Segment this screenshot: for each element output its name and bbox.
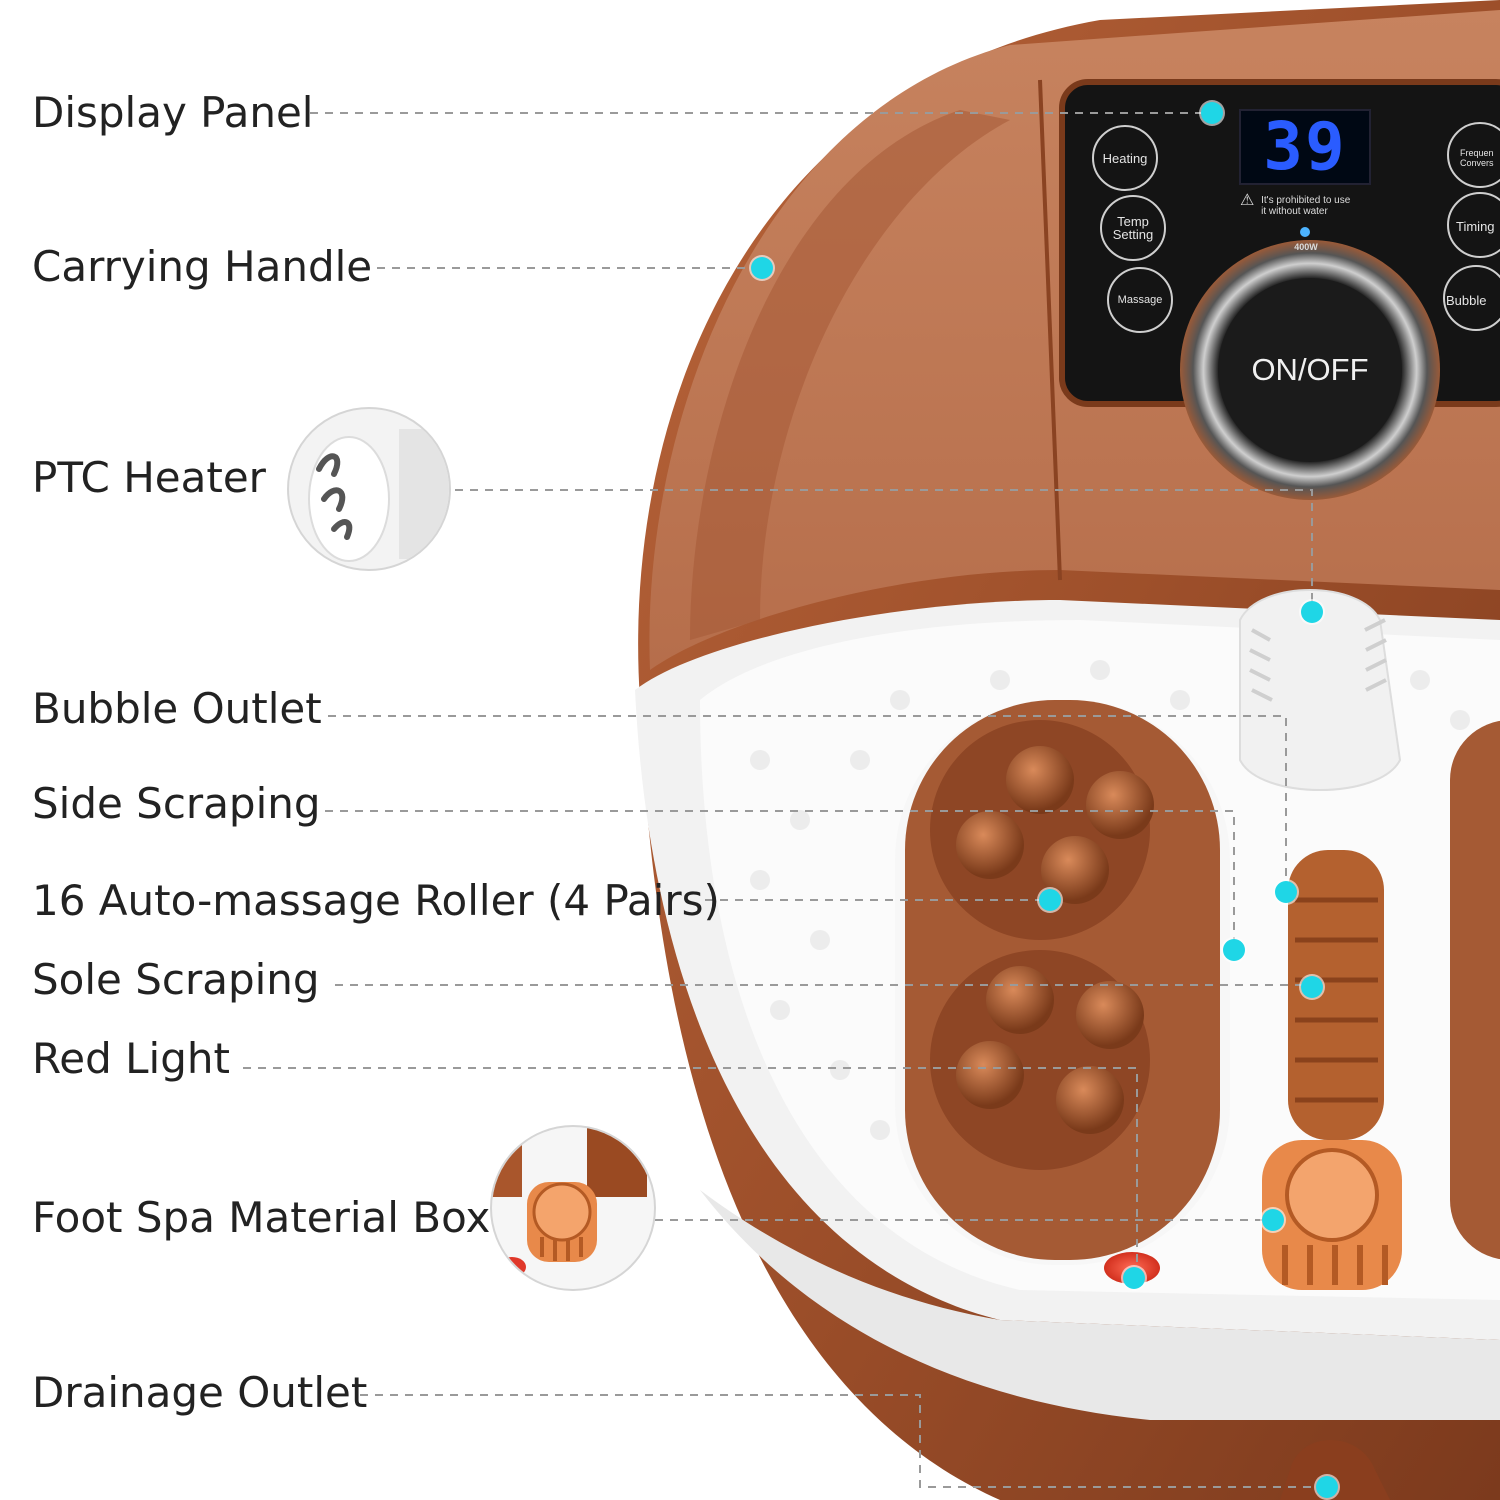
dot-material-box bbox=[1262, 1209, 1284, 1231]
warning-text: ⚠ It's prohibited to use it without wate… bbox=[1240, 192, 1390, 218]
callout-drainage-outlet: Drainage Outlet bbox=[32, 1368, 368, 1417]
dot-display-panel bbox=[1201, 102, 1223, 124]
lower-shell bbox=[700, 1190, 1500, 1420]
power-button[interactable]: ON/OFF bbox=[1218, 278, 1402, 462]
display-readout: 39 bbox=[1263, 108, 1347, 185]
temp-setting-button[interactable]: Temp Setting bbox=[1101, 196, 1165, 260]
power-rating: 400W bbox=[1294, 242, 1318, 252]
callout-carrying-handle: Carrying Handle bbox=[32, 242, 373, 291]
handle-groove bbox=[690, 110, 1010, 640]
dot-side-scraping bbox=[1223, 939, 1245, 961]
frequency-button-label-1: Frequen bbox=[1460, 148, 1494, 158]
ptc-heater-icon bbox=[308, 429, 449, 562]
heating-button-label: Heating bbox=[1102, 150, 1148, 166]
sole-scraping-roller bbox=[1288, 850, 1384, 1140]
warning-icon: ⚠ bbox=[1240, 192, 1255, 209]
dot-drainage-outlet bbox=[1316, 1476, 1338, 1498]
frequency-conversion-button[interactable]: Frequen Convers bbox=[1456, 138, 1500, 178]
timing-button-label: Timing bbox=[1456, 218, 1495, 234]
massage-button-label: Massage bbox=[1117, 294, 1163, 306]
heating-button[interactable]: Heating bbox=[1093, 126, 1157, 190]
ptc-heater-inset bbox=[287, 407, 451, 571]
warning-line-1: It's prohibited to use bbox=[1261, 195, 1351, 206]
callout-bubble-outlet: Bubble Outlet bbox=[32, 684, 322, 733]
dot-ptc-heater bbox=[1301, 601, 1323, 623]
bubble-vents bbox=[1249, 618, 1387, 702]
dot-sole-scraping bbox=[1301, 976, 1323, 998]
massage-button[interactable]: Massage bbox=[1108, 268, 1172, 332]
callout-display-panel: Display Panel bbox=[32, 88, 314, 137]
callout-ptc-heater: PTC Heater bbox=[32, 453, 266, 502]
callout-side-scraping: Side Scraping bbox=[32, 779, 321, 828]
leader-lines bbox=[243, 112, 1327, 1488]
warning-line-2: it without water bbox=[1261, 206, 1328, 217]
timing-button[interactable]: Timing bbox=[1456, 212, 1500, 240]
panel-button-rings bbox=[1092, 122, 1500, 333]
dot-carrying-handle bbox=[751, 257, 773, 279]
frequency-button-label-2: Convers bbox=[1460, 158, 1494, 168]
dot-bubble-outlet bbox=[1275, 881, 1297, 903]
dot-red-light bbox=[1123, 1267, 1145, 1289]
dot-auto-massage-roller bbox=[1039, 889, 1061, 911]
bubble-button[interactable]: Bubble bbox=[1446, 286, 1500, 314]
massage-rollers-left bbox=[930, 720, 1154, 1170]
power-indicator-light bbox=[1300, 227, 1310, 237]
callout-auto-massage-roller: 16 Auto-massage Roller (4 Pairs) bbox=[32, 876, 720, 925]
callout-sole-scraping: Sole Scraping bbox=[32, 955, 320, 1004]
power-button-label: ON/OFF bbox=[1251, 352, 1369, 387]
basin-texture bbox=[750, 660, 1470, 1140]
led-display bbox=[1239, 109, 1371, 185]
temp-button-label-2: Setting bbox=[1112, 227, 1154, 242]
temp-button-label-1: Temp bbox=[1117, 214, 1149, 229]
bubble-button-label: Bubble bbox=[1446, 292, 1487, 308]
material-box-icon bbox=[492, 1127, 647, 1277]
bubble-column bbox=[1239, 589, 1402, 791]
lid-divider bbox=[1038, 79, 1062, 581]
right-foot-pad bbox=[1450, 720, 1500, 1260]
material-box-slats bbox=[1282, 1245, 1388, 1285]
drain-plug bbox=[1280, 1440, 1390, 1500]
material-box-inset bbox=[490, 1125, 656, 1291]
callout-red-light: Red Light bbox=[32, 1034, 230, 1083]
callout-material-box: Foot Spa Material Box bbox=[32, 1193, 491, 1242]
